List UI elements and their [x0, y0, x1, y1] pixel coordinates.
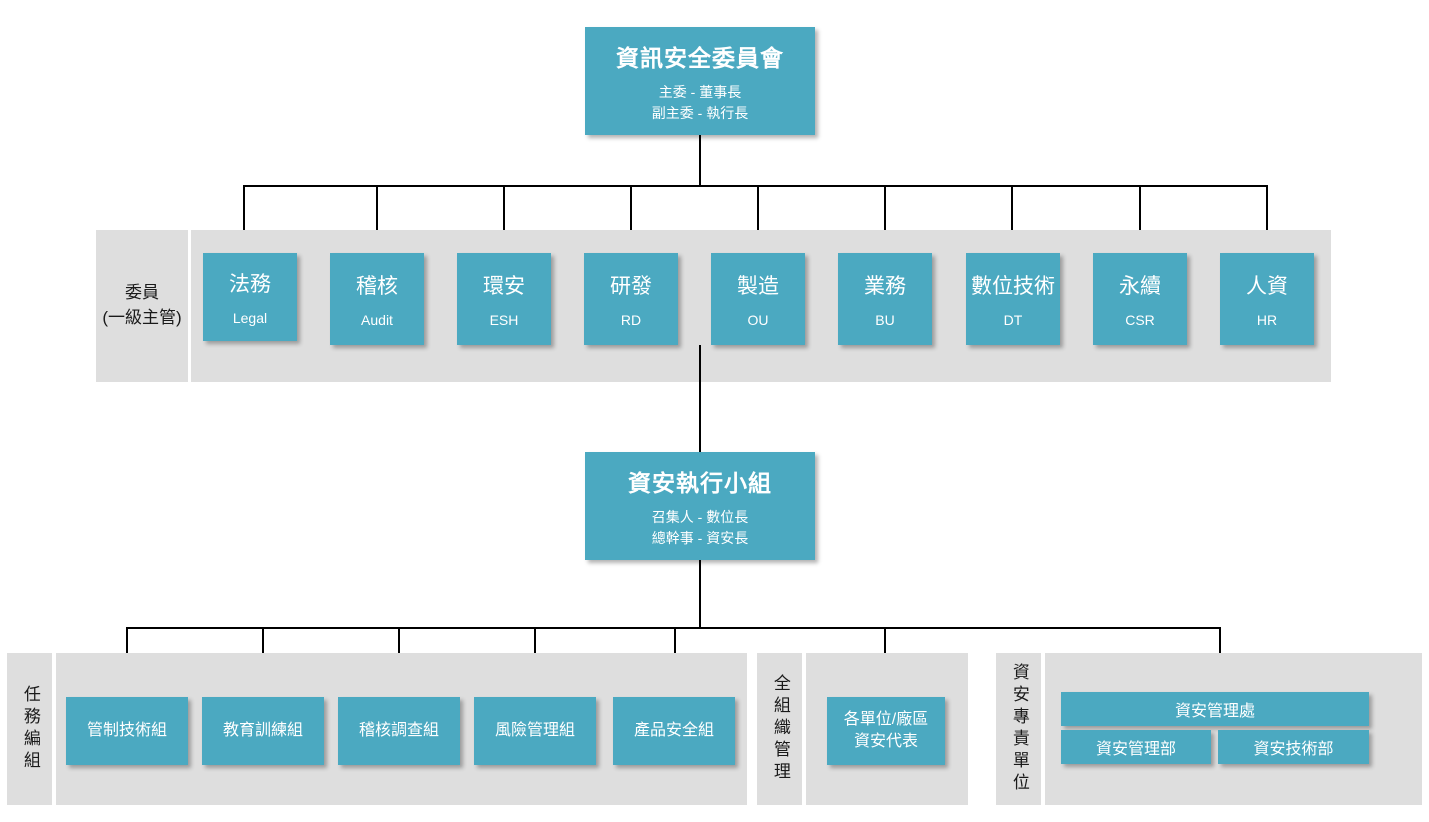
node-committee-audit[interactable]: 稽核 Audit — [330, 253, 424, 345]
node-committee-bu[interactable]: 業務 BU — [838, 253, 932, 345]
node-label: 資安管理部 — [1095, 741, 1176, 758]
node-subtitle-chair: 主委 - 董事長 — [658, 84, 742, 101]
node-security-tech-dept[interactable]: 資安技術部 — [1218, 730, 1369, 764]
node-committee-csr[interactable]: 永續 CSR — [1093, 253, 1187, 345]
org-wide-row-label: 全組織管理 — [757, 653, 802, 805]
node-security-mgmt-dept[interactable]: 資安管理部 — [1061, 730, 1211, 764]
node-label: 資安管理處 — [1174, 703, 1255, 720]
connector-drop-ou — [757, 185, 759, 253]
committee-row-label-line1: 委員 — [125, 283, 159, 303]
node-label: 管制技術組 — [86, 721, 167, 739]
node-task-risk-mgmt[interactable]: 風險管理組 — [474, 697, 596, 765]
connector-drop-dt — [1011, 185, 1013, 253]
node-unit-site-security-reps[interactable]: 各單位/廠區 資安代表 — [827, 697, 945, 765]
node-label-cn: 永續 — [1119, 275, 1161, 298]
node-label: 教育訓練組 — [222, 721, 303, 739]
node-subtitle-secretary: 總幹事 - 資安長 — [651, 529, 749, 546]
node-label-en: RD — [620, 312, 642, 328]
connector-drop-audit — [376, 185, 378, 253]
node-label-en: Audit — [361, 312, 393, 328]
node-title: 資安執行小組 — [628, 470, 772, 497]
connector-drop-esh — [503, 185, 505, 253]
connector-top-to-bus — [699, 135, 701, 186]
node-label-cn: 業務 — [864, 275, 906, 298]
node-label-en: OU — [747, 312, 769, 328]
node-label: 資安技術部 — [1253, 741, 1334, 758]
node-committee-rd[interactable]: 研發 RD — [584, 253, 678, 345]
node-label-cn: 稽核 — [356, 275, 398, 298]
node-subtitle-convener: 召集人 - 數位長 — [651, 509, 749, 526]
committee-row-label: 委員 (一級主管) — [96, 230, 188, 382]
node-label-cn: 製造 — [737, 275, 779, 298]
connector-mid-to-bus — [699, 560, 701, 628]
connector-drop-csr — [1139, 185, 1141, 253]
dedicated-unit-row-band — [1045, 653, 1422, 805]
node-label-cn: 人資 — [1246, 275, 1288, 298]
node-task-product-security[interactable]: 產品安全組 — [613, 697, 735, 765]
node-title: 資訊安全委員會 — [616, 45, 784, 72]
node-label-line1: 各單位/廠區 — [843, 710, 929, 728]
node-label-en: CSR — [1125, 312, 1155, 328]
task-group-row-label-text: 任務編組 — [20, 685, 40, 773]
node-committee-legal[interactable]: 法務 Legal — [203, 253, 297, 341]
connector-drop-bu — [884, 185, 886, 253]
node-label-en: HR — [1256, 312, 1278, 328]
dedicated-unit-row-label: 資安專責單位 — [996, 653, 1041, 805]
node-label-en: Legal — [232, 310, 268, 326]
node-security-mgmt-office[interactable]: 資安管理處 — [1061, 692, 1369, 726]
node-label-cn: 數位技術 — [971, 275, 1055, 298]
node-label-en: ESH — [489, 312, 519, 328]
connector-drop-hr — [1266, 185, 1268, 253]
connector-committee-to-mid — [699, 345, 701, 453]
task-group-row-label: 任務編組 — [7, 653, 52, 805]
node-label-cn: 環安 — [483, 275, 525, 298]
connector-committee-bus — [243, 185, 1267, 187]
org-wide-row-label-text: 全組織管理 — [770, 674, 790, 784]
node-task-audit-investigation[interactable]: 稽核調查組 — [338, 697, 460, 765]
node-subtitle-vice-chair: 副主委 - 執行長 — [651, 104, 749, 121]
connector-drop-legal — [243, 185, 245, 253]
node-label: 產品安全組 — [633, 721, 714, 739]
node-label-cn: 法務 — [229, 273, 271, 296]
connector-bottom-bus — [126, 627, 1221, 629]
node-task-training[interactable]: 教育訓練組 — [202, 697, 324, 765]
node-label-cn: 研發 — [610, 275, 652, 298]
dedicated-unit-row-label-text: 資安專責單位 — [1009, 663, 1029, 795]
node-committee-dt[interactable]: 數位技術 DT — [966, 253, 1060, 345]
node-committee-hr[interactable]: 人資 HR — [1220, 253, 1314, 345]
node-infosec-exec-team[interactable]: 資安執行小組 召集人 - 數位長 總幹事 - 資安長 — [585, 452, 815, 560]
node-label: 稽核調查組 — [358, 721, 439, 739]
node-label-en: BU — [875, 312, 895, 328]
node-task-control-tech[interactable]: 管制技術組 — [66, 697, 188, 765]
node-infosec-committee[interactable]: 資訊安全委員會 主委 - 董事長 副主委 - 執行長 — [585, 27, 815, 135]
node-committee-esh[interactable]: 環安 ESH — [457, 253, 551, 345]
node-label-line2: 資安代表 — [853, 733, 918, 750]
node-label: 風險管理組 — [494, 721, 575, 739]
node-committee-ou[interactable]: 製造 OU — [711, 253, 805, 345]
connector-drop-rd — [630, 185, 632, 253]
node-label-en: DT — [1003, 312, 1023, 328]
committee-row-label-line2: (一級主管) — [102, 308, 182, 327]
